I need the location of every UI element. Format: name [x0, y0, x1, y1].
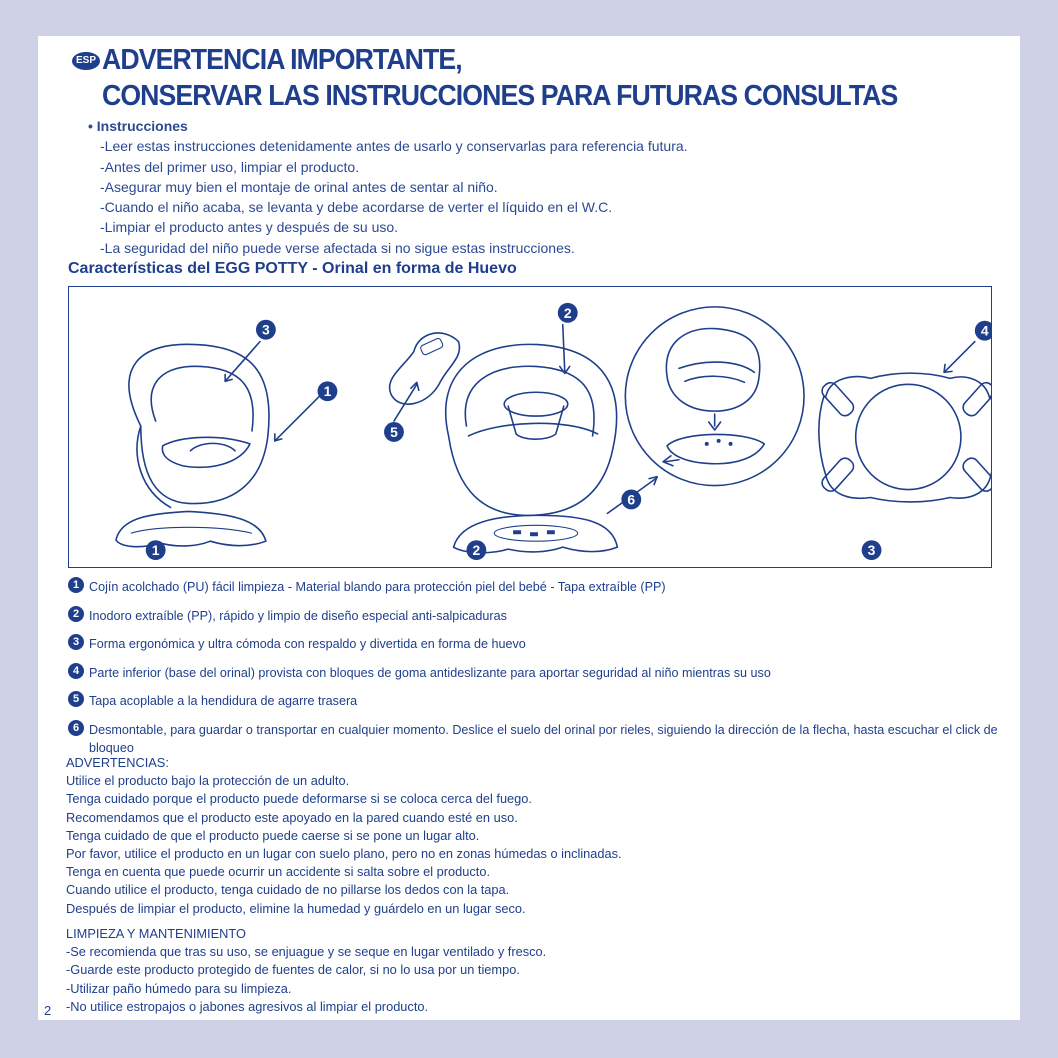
- legend-text: Forma ergonómica y ultra cómoda con resp…: [89, 637, 526, 652]
- instruction-item: -La seguridad del niño puede verse afect…: [100, 239, 575, 256]
- legend-number: 4: [68, 662, 84, 679]
- figure-callout-3-top: 3: [255, 319, 276, 340]
- legend-text: Parte inferior (base del orinal) provist…: [89, 665, 771, 680]
- leader-arrows: [224, 323, 976, 515]
- product-illustration: 3 1 2 5 6 4 1 2 3: [68, 286, 992, 568]
- legend-number: 1: [68, 577, 84, 593]
- legend-number: 2: [68, 605, 84, 622]
- svg-text:4: 4: [981, 323, 989, 339]
- figure-callout-1-top: 1: [317, 381, 338, 402]
- legend-item: 6 Desmontable, para guardar o transporta…: [68, 719, 1008, 757]
- figure-label-2-bottom: 2: [466, 540, 487, 561]
- cleaning-line: -Guarde este producto protegido de fuent…: [66, 962, 520, 978]
- illustration-svg: 3 1 2 5 6 4 1 2 3: [115, 302, 991, 561]
- legend-item: 5 Tapa acoplable a la hendidura de agarr…: [68, 691, 1008, 710]
- warning-line: Cuando utilice el producto, tenga cuidad…: [66, 882, 510, 898]
- svg-text:1: 1: [152, 542, 160, 558]
- figure-callout-6: 6: [621, 489, 642, 510]
- warning-line: Recomendamos que el producto este apoyad…: [66, 809, 518, 825]
- detail-circle-drawing: [624, 306, 805, 487]
- svg-text:3: 3: [262, 322, 270, 338]
- legend-text: Desmontable, para guardar o transportar …: [89, 722, 998, 755]
- instructions-heading: Instrucciones: [88, 116, 688, 136]
- cleaning-line: -Utilizar paño húmedo para su limpieza.: [66, 980, 292, 996]
- svg-text:3: 3: [868, 542, 876, 558]
- cleaning-section: LIMPIEZA Y MANTENIMIENTO -Se recomienda …: [66, 925, 546, 1016]
- svg-text:1: 1: [324, 383, 332, 399]
- figure-label-3-bottom: 3: [861, 540, 882, 561]
- potty-base-drawing: [818, 372, 991, 503]
- svg-text:2: 2: [564, 305, 572, 321]
- warning-line: Tenga en cuenta que puede ocurrir un acc…: [66, 864, 490, 880]
- svg-text:5: 5: [390, 424, 398, 440]
- legend-number: 3: [68, 634, 84, 651]
- language-badge: ESP: [72, 52, 100, 70]
- manual-page: ESP ADVERTENCIA IMPORTANTE, CONSERVAR LA…: [38, 36, 1020, 1020]
- legend-item: 4 Parte inferior (base del orinal) provi…: [68, 662, 1008, 682]
- legend-number: 5: [68, 691, 84, 708]
- potty-exploded-drawing: [388, 332, 619, 554]
- instruction-item: -Antes del primer uso, limpiar el produc…: [100, 158, 360, 175]
- svg-text:2: 2: [473, 542, 481, 558]
- potty-assembled-drawing: [115, 343, 270, 548]
- warning-line: Utilice el producto bajo la protección d…: [66, 773, 350, 789]
- title-line-1: ADVERTENCIA IMPORTANTE,: [102, 44, 463, 76]
- figure-callout-5: 5: [384, 422, 404, 442]
- legend-text: Tapa acoplable a la hendidura de agarre …: [89, 694, 358, 709]
- instruction-item: -Cuando el niño acaba, se levanta y debe…: [100, 199, 613, 216]
- warnings-section: ADVERTENCIAS: Utilice el producto bajo l…: [66, 754, 622, 918]
- instructions-section: Instrucciones -Leer estas instrucciones …: [88, 116, 688, 258]
- cleaning-heading: LIMPIEZA Y MANTENIMIENTO: [66, 926, 246, 941]
- instruction-item: -Leer estas instrucciones detenidamente …: [100, 138, 688, 155]
- legend-text: Cojín acolchado (PU) fácil limpieza - Ma…: [89, 580, 666, 594]
- cleaning-line: -No utilice estropajos o jabones agresiv…: [66, 998, 429, 1014]
- warning-line: Después de limpiar el producto, elimine …: [66, 900, 526, 916]
- warning-line: Tenga cuidado porque el producto puede d…: [66, 791, 532, 807]
- legend-item: 1 Cojín acolchado (PU) fácil limpieza - …: [68, 577, 1008, 596]
- svg-text:6: 6: [627, 491, 635, 507]
- figure-callout-2-top: 2: [557, 302, 578, 323]
- cleaning-line: -Se recomienda que tras su uso, se enjua…: [66, 944, 547, 960]
- legend-number: 6: [68, 719, 84, 736]
- page-number: 2: [44, 1003, 52, 1018]
- feature-legend: 1 Cojín acolchado (PU) fácil limpieza - …: [68, 577, 1008, 768]
- features-title: Características del EGG POTTY - Orinal e…: [68, 260, 517, 277]
- instructions-list: -Leer estas instrucciones detenidamente …: [88, 136, 688, 258]
- figure-callout-4: 4: [974, 320, 991, 341]
- title-line-2: CONSERVAR LAS INSTRUCCIONES PARA FUTURAS…: [102, 80, 898, 112]
- legend-item: 2 Inodoro extraíble (PP), rápido y limpi…: [68, 605, 1008, 625]
- instruction-item: -Limpiar el producto antes y después de …: [100, 219, 399, 236]
- warning-line: Por favor, utilice el producto en un lug…: [66, 846, 622, 862]
- figure-label-1-bottom: 1: [145, 540, 166, 561]
- warning-line: Tenga cuidado de que el producto puede c…: [66, 827, 480, 843]
- instruction-item: -Asegurar muy bien el montaje de orinal …: [100, 178, 498, 195]
- legend-item: 3 Forma ergonómica y ultra cómoda con re…: [68, 634, 1008, 653]
- warnings-heading: ADVERTENCIAS:: [66, 755, 169, 770]
- legend-text: Inodoro extraíble (PP), rápido y limpio …: [89, 608, 507, 623]
